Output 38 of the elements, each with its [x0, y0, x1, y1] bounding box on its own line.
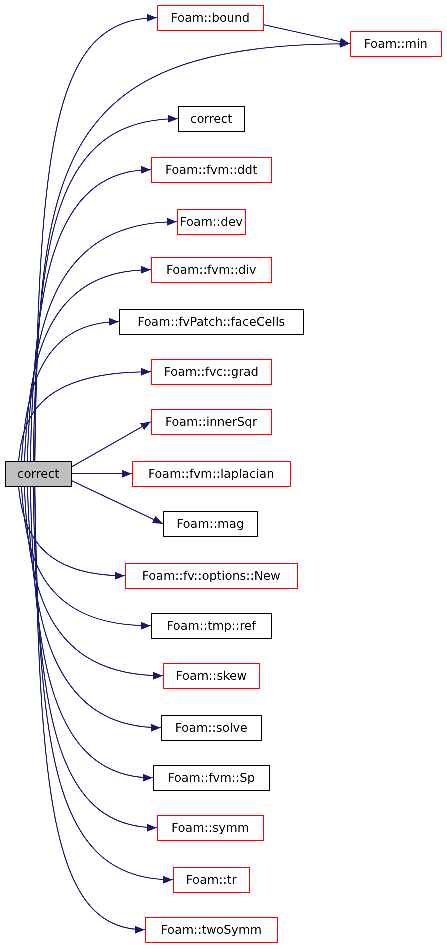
function-box: Foam::fvm::Sp — [153, 765, 270, 791]
function-box: Foam::tr — [173, 867, 250, 893]
function-box: Foam::fv::options::New — [125, 563, 298, 589]
function-box: Foam::tmp::ref — [151, 613, 272, 639]
arrow — [72, 480, 164, 524]
arrow — [30, 167, 152, 462]
function-box: correct — [178, 106, 245, 132]
arrow — [18, 368, 152, 462]
function-box: Foam::twoSymm — [145, 917, 278, 943]
arrow — [34, 487, 146, 933]
function-box: Foam::fvPatch::faceCells — [119, 309, 304, 335]
function-box: Foam::fvm::div — [151, 257, 272, 283]
arrow — [32, 486, 158, 831]
function-box: Foam::mag — [163, 511, 258, 537]
arrow — [24, 266, 152, 462]
arrow — [27, 486, 162, 732]
arrow — [32, 116, 178, 462]
function-box: Foam::fvc::grad — [151, 359, 272, 385]
arrow — [72, 470, 132, 478]
arrow — [30, 486, 154, 781]
function-box: Foam::bound — [157, 5, 264, 31]
function-box: Foam::symm — [157, 815, 264, 841]
arrow — [264, 24, 350, 46]
function-box: Foam::fvm::ddt — [151, 157, 272, 183]
arrow — [21, 486, 152, 630]
function-box: Foam::dev — [177, 209, 246, 235]
arrow — [72, 422, 152, 468]
function-box: Foam::skew — [163, 663, 260, 689]
function-box-highlighted: correct — [5, 461, 72, 487]
arrow — [24, 486, 164, 680]
function-box: Foam::fvm::laplacian — [132, 461, 291, 487]
arrow — [18, 486, 126, 580]
function-box: Foam::solve — [161, 715, 262, 741]
arrow — [27, 218, 178, 462]
function-box: Foam::innerSqr — [151, 409, 272, 435]
function-box: Foam::min — [350, 31, 442, 57]
arrow — [21, 318, 120, 462]
arrow — [34, 40, 350, 462]
